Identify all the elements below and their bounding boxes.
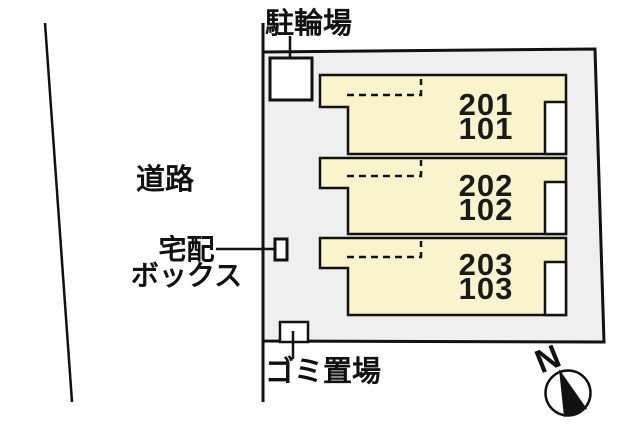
unit-2-room-numbers: 202 102: [426, 168, 546, 227]
unit-1-shape: [318, 73, 568, 156]
unit-2-shape: [318, 156, 568, 236]
road-label: 道路: [136, 164, 195, 196]
unit-2-stair-notch: [543, 180, 568, 236]
garbage-area-label: ゴミ置場: [265, 356, 382, 388]
delivery-box: [273, 237, 289, 262]
delivery-box-label-line2: ボックス: [130, 260, 243, 291]
unit-3-shape: [318, 236, 568, 317]
unit-2-balcony-dashed-line: [347, 160, 423, 178]
unit-1-balcony-dashed-line: [347, 79, 423, 97]
unit-3-stair-notch: [543, 260, 568, 317]
unit-3-lower-room-number: 103: [458, 270, 514, 306]
bicycle-parking-box: [268, 56, 314, 102]
delivery-box-label-line1: 宅配: [158, 234, 215, 265]
unit-3-room-numbers: 203 103: [426, 247, 546, 306]
bicycle-parking-label: 駐輪場: [265, 8, 353, 40]
compass-needle-icon: [559, 369, 587, 417]
unit-1-lower-room-number: 101: [458, 110, 514, 146]
unit-1-upper-room-number: 201: [458, 87, 514, 122]
unit-2-upper-room-number: 202: [458, 168, 514, 203]
unit-3-upper-room-number: 203: [458, 247, 514, 282]
road-boundary-line: [43, 22, 74, 403]
delivery-box-label: 宅配 ボックス: [120, 234, 253, 291]
unit-1-stair-notch: [543, 100, 568, 156]
unit-1-room-numbers: 201 101: [426, 87, 546, 146]
unit-2-lower-room-number: 102: [458, 191, 514, 227]
unit-3-balcony-dashed-line: [347, 241, 423, 259]
